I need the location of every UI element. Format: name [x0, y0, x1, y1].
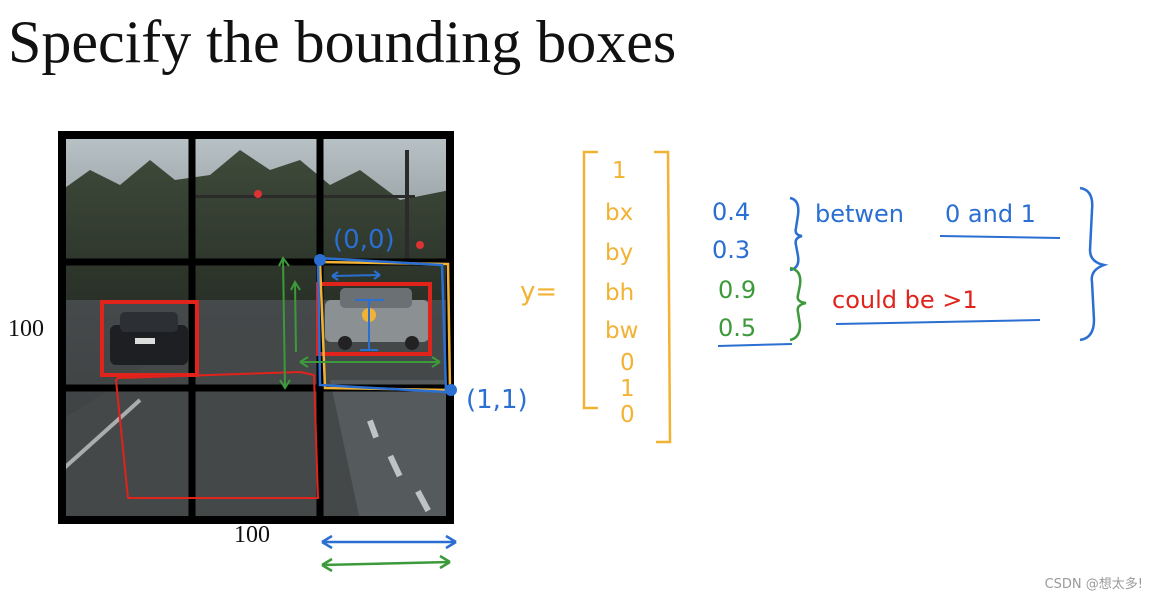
note-between-range: 0 and 1 [945, 200, 1036, 228]
bh-arrow-green-2 [290, 279, 301, 353]
bw-arrow-green-cell [299, 356, 441, 368]
value-by: 0.3 [712, 236, 750, 264]
origin-dot [314, 254, 326, 266]
note-between: betwen [815, 200, 904, 228]
vector-entry: bx [605, 200, 633, 226]
vector-entry: 1 [620, 376, 635, 402]
vector-entry: 1 [612, 158, 627, 184]
origin-label: (0,0) [333, 225, 395, 255]
car-right [325, 288, 429, 350]
corner-label: (1,1) [466, 385, 528, 415]
note-between-underline [939, 235, 1061, 239]
car-left [110, 312, 188, 365]
vector-entry: by [605, 240, 633, 266]
vector-entry: bh [605, 280, 634, 306]
corner-dot [445, 384, 457, 396]
vector-entry: 0 [620, 350, 635, 376]
grid-size-bottom-label: 100 [234, 522, 270, 548]
y-equals: y= [520, 277, 557, 307]
value-bx: 0.4 [712, 198, 750, 226]
vector-entries: 1 bx by bh bw 0 1 0 [605, 158, 638, 428]
note-could-underline [835, 319, 1041, 325]
brace-blue [789, 196, 803, 272]
cell-width-arrow-blue [321, 534, 457, 550]
note-could: could be >1 [832, 286, 978, 314]
vector-bracket-right [654, 150, 672, 444]
box-width-arrow-green [321, 554, 451, 573]
bw-arrow-blue [331, 270, 381, 281]
value-bh: 0.9 [718, 276, 756, 304]
brace-green [789, 266, 807, 342]
vector-entry: bw [605, 318, 638, 344]
grid-size-left-label: 100 [8, 316, 44, 342]
slide-title: Specify the bounding boxes [8, 9, 677, 75]
values: 0.4 0.3 0.9 0.5 [712, 198, 756, 342]
bbox-left-car-extended [114, 370, 320, 499]
values-underline [717, 343, 793, 347]
midpoint-bracket [355, 299, 384, 351]
watermark: CSDN @想太多! [1044, 577, 1143, 592]
brace-outer-blue [1079, 186, 1109, 342]
vector-entry: 0 [620, 402, 635, 428]
value-bw: 0.5 [718, 314, 756, 342]
bbox-left-car [100, 300, 199, 377]
vector-bracket-left [582, 150, 598, 410]
street-photo [60, 135, 450, 520]
bh-arrow-green [278, 256, 291, 390]
